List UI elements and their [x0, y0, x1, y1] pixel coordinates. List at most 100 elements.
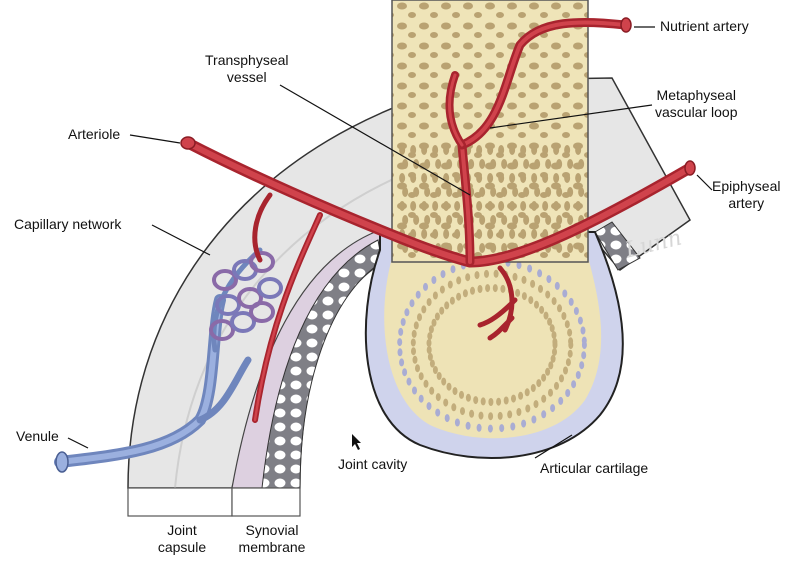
epiphysis-spicule	[429, 387, 434, 395]
epiphysis-spicule	[399, 358, 404, 366]
epiphysis-spicule	[427, 339, 432, 347]
epiphysis-spicule	[416, 291, 421, 299]
label-joint-capsule: Joint capsule	[152, 522, 212, 556]
epiphysis-spicule	[541, 374, 546, 382]
epiphysis-spicule	[451, 265, 456, 273]
metaphyseal-column	[534, 215, 540, 225]
epiphysis-spicule	[488, 398, 493, 406]
epiphysis-spicule	[541, 395, 546, 403]
epiphysis-spicule	[417, 313, 422, 321]
epiphysis-spicule	[550, 404, 555, 412]
epiphysis-spicule	[428, 353, 433, 361]
epiphysis-spicule	[571, 380, 576, 388]
epiphysis-spicule	[412, 387, 417, 395]
epiphysis-spicule	[460, 407, 465, 415]
metaphyseal-column	[479, 243, 485, 253]
epiphysis-spicule	[515, 289, 520, 297]
label-transphyseal-vessel: Transphyseal vessel	[205, 52, 289, 86]
metaphyseal-column	[424, 187, 430, 197]
label-epiphyseal-line-1: Epiphyseal	[712, 178, 781, 195]
metaphyseal-column	[479, 187, 485, 197]
epiphysis-spicule	[565, 320, 570, 328]
metaphyseal-column	[553, 145, 559, 155]
epiphysis-spicule	[443, 399, 448, 407]
epiphysis-spicule	[536, 379, 541, 387]
metaphyseal-column	[432, 229, 438, 239]
epiphysis-spicule	[419, 372, 424, 380]
epiphysis-spicule	[521, 420, 526, 428]
metaphyseal-column	[542, 145, 548, 155]
metaphyseal-column	[413, 187, 419, 197]
cursor-arrow	[352, 434, 361, 450]
epiphysis-spicule	[479, 412, 484, 420]
epiphysis-spicule	[475, 271, 480, 279]
epiphysis-spicule	[568, 337, 573, 345]
metaphyseal-column	[531, 201, 537, 211]
epiphyseal-artery-end	[685, 161, 695, 175]
epiphysis-spicule	[548, 361, 553, 369]
metaphyseal-column	[520, 229, 526, 239]
metaphyseal-column	[421, 145, 427, 155]
metaphyseal-column	[512, 187, 518, 197]
epiphysis-spicule	[581, 327, 586, 335]
epiphysis-spicule	[534, 301, 539, 309]
epiphysis-spicule	[477, 424, 482, 432]
metaphyseal-column	[556, 243, 562, 253]
epiphysis-spicule	[563, 367, 568, 375]
metaphyseal-column	[501, 215, 507, 225]
metaphyseal-column	[487, 145, 493, 155]
epiphysis-spicule	[562, 290, 567, 298]
epiphysis-spicule	[463, 289, 468, 297]
epiphysis-spicule	[469, 410, 474, 418]
metaphyseal-column	[435, 159, 441, 169]
epiphysis-spicule	[581, 351, 586, 359]
epiphysis-spicule	[441, 270, 446, 278]
metaphyseal-column	[498, 201, 504, 211]
epiphysis-spicule	[431, 276, 436, 284]
metaphyseal-column	[487, 173, 493, 183]
synovial-membrane-bracket	[232, 488, 300, 516]
label-arteriole: Arteriole	[68, 126, 120, 143]
epiphysis-spicule	[470, 287, 475, 295]
epiphysis-spicule	[421, 305, 426, 313]
metaphyseal-column	[487, 201, 493, 211]
epiphysis-spicule	[453, 387, 458, 395]
metaphyseal-column	[490, 243, 496, 253]
metaphyseal-column	[443, 229, 449, 239]
epiphysis-spicule	[466, 394, 471, 402]
metaphyseal-column	[399, 173, 405, 183]
metaphyseal-column	[556, 159, 562, 169]
label-venule: Venule	[16, 428, 59, 445]
label-metaphyseal-line-1: Metaphyseal	[655, 87, 738, 104]
epiphysis-spicule	[561, 312, 566, 320]
epiphysis-spicule	[567, 329, 572, 337]
epiphysis-spicule	[545, 291, 550, 299]
label-capillary-network: Capillary network	[14, 216, 121, 233]
epiphysis-spicule	[433, 292, 438, 300]
epiphysis-spicule	[513, 273, 518, 281]
epiphysis-spicule	[576, 371, 581, 379]
epiphysis-spicule	[429, 325, 434, 333]
metaphyseal-column	[446, 159, 452, 169]
metaphyseal-column	[512, 159, 518, 169]
metaphyseal-column	[432, 145, 438, 155]
epiphysis-spicule	[481, 397, 486, 405]
epiphysis-spicule	[544, 312, 549, 320]
epiphysis-spicule	[466, 422, 471, 430]
metaphyseal-column	[567, 159, 573, 169]
epiphysis-spicule	[493, 284, 498, 292]
epiphysis-spicule	[522, 276, 527, 284]
epiphysis-spicule	[414, 321, 419, 329]
epiphysis-spicule	[448, 281, 453, 289]
epiphysis-spicule	[554, 382, 559, 390]
metaphyseal-column	[498, 173, 504, 183]
epiphysis-spicule	[499, 424, 504, 432]
epiphysis-spicule	[451, 403, 456, 411]
epiphysis-spicule	[450, 297, 455, 305]
epiphysis-spicule	[552, 297, 557, 305]
metaphyseal-column	[553, 201, 559, 211]
epiphysis-spicule	[456, 276, 461, 284]
metaphyseal-column	[564, 145, 570, 155]
metaphyseal-column	[421, 229, 427, 239]
